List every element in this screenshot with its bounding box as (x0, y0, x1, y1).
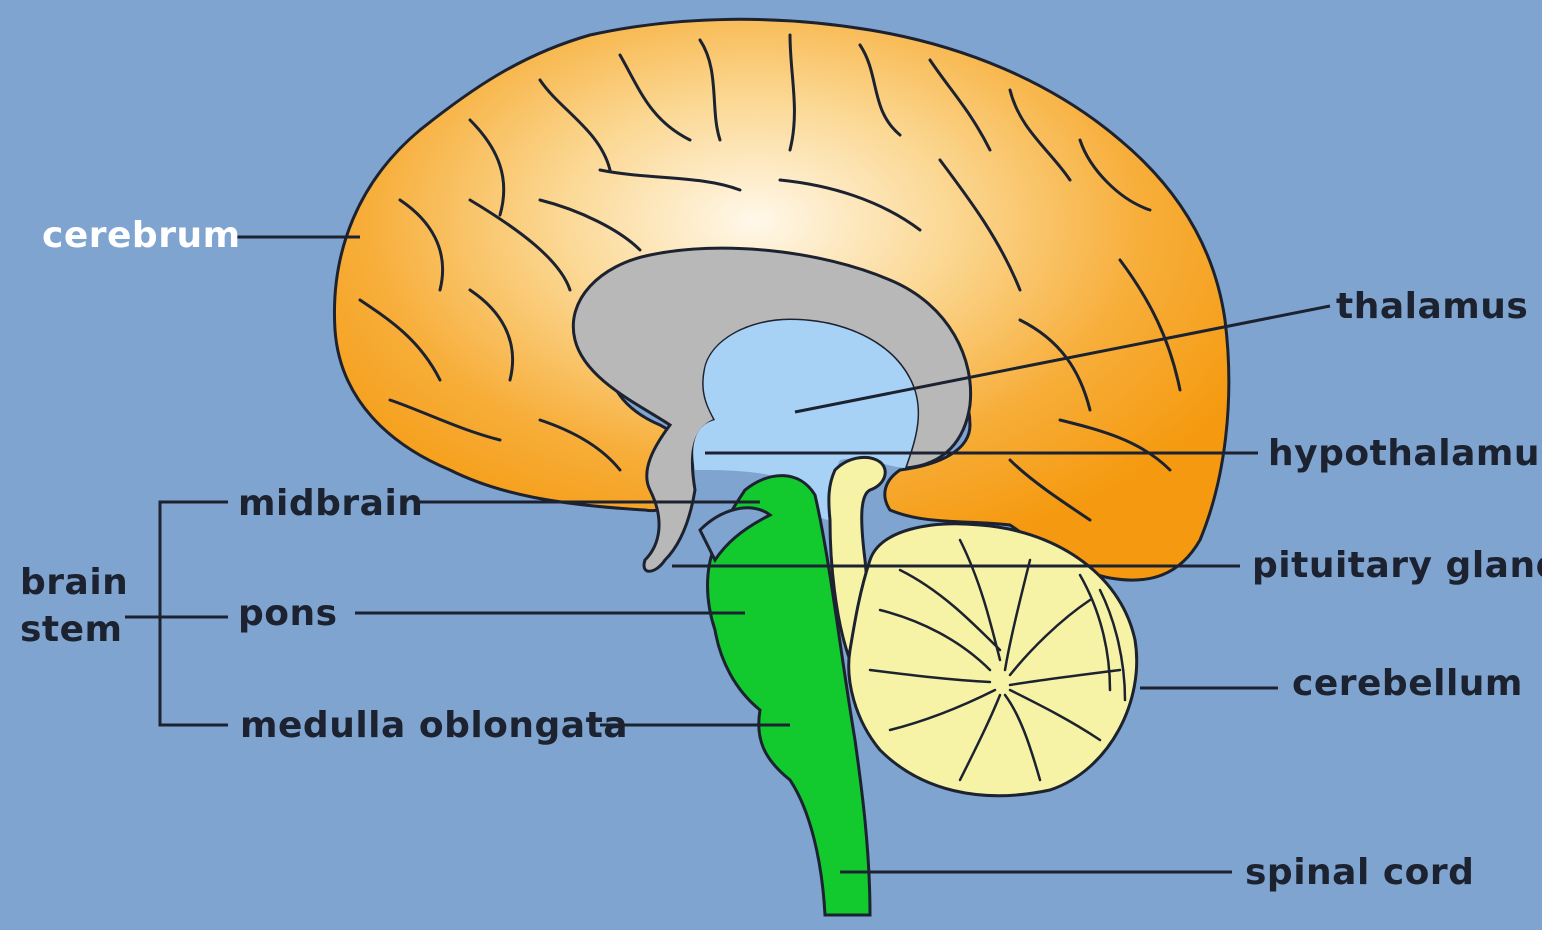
label-brain-stem-line1: brain (20, 563, 128, 603)
label-midbrain: midbrain (238, 484, 423, 524)
label-brain-stem-line2: stem (20, 610, 123, 650)
label-thalamus: thalamus (1336, 287, 1528, 327)
brain-stem-bracket (160, 502, 228, 725)
label-pituitary-gland: pituitary gland (1252, 546, 1542, 586)
label-medulla-oblongata: medulla oblongata (240, 706, 628, 746)
label-spinal-cord: spinal cord (1245, 853, 1474, 893)
label-cerebrum: cerebrum (42, 216, 241, 256)
label-hypothalamus: hypothalamus (1268, 434, 1542, 474)
label-cerebellum: cerebellum (1292, 664, 1523, 704)
label-pons: pons (238, 594, 338, 634)
